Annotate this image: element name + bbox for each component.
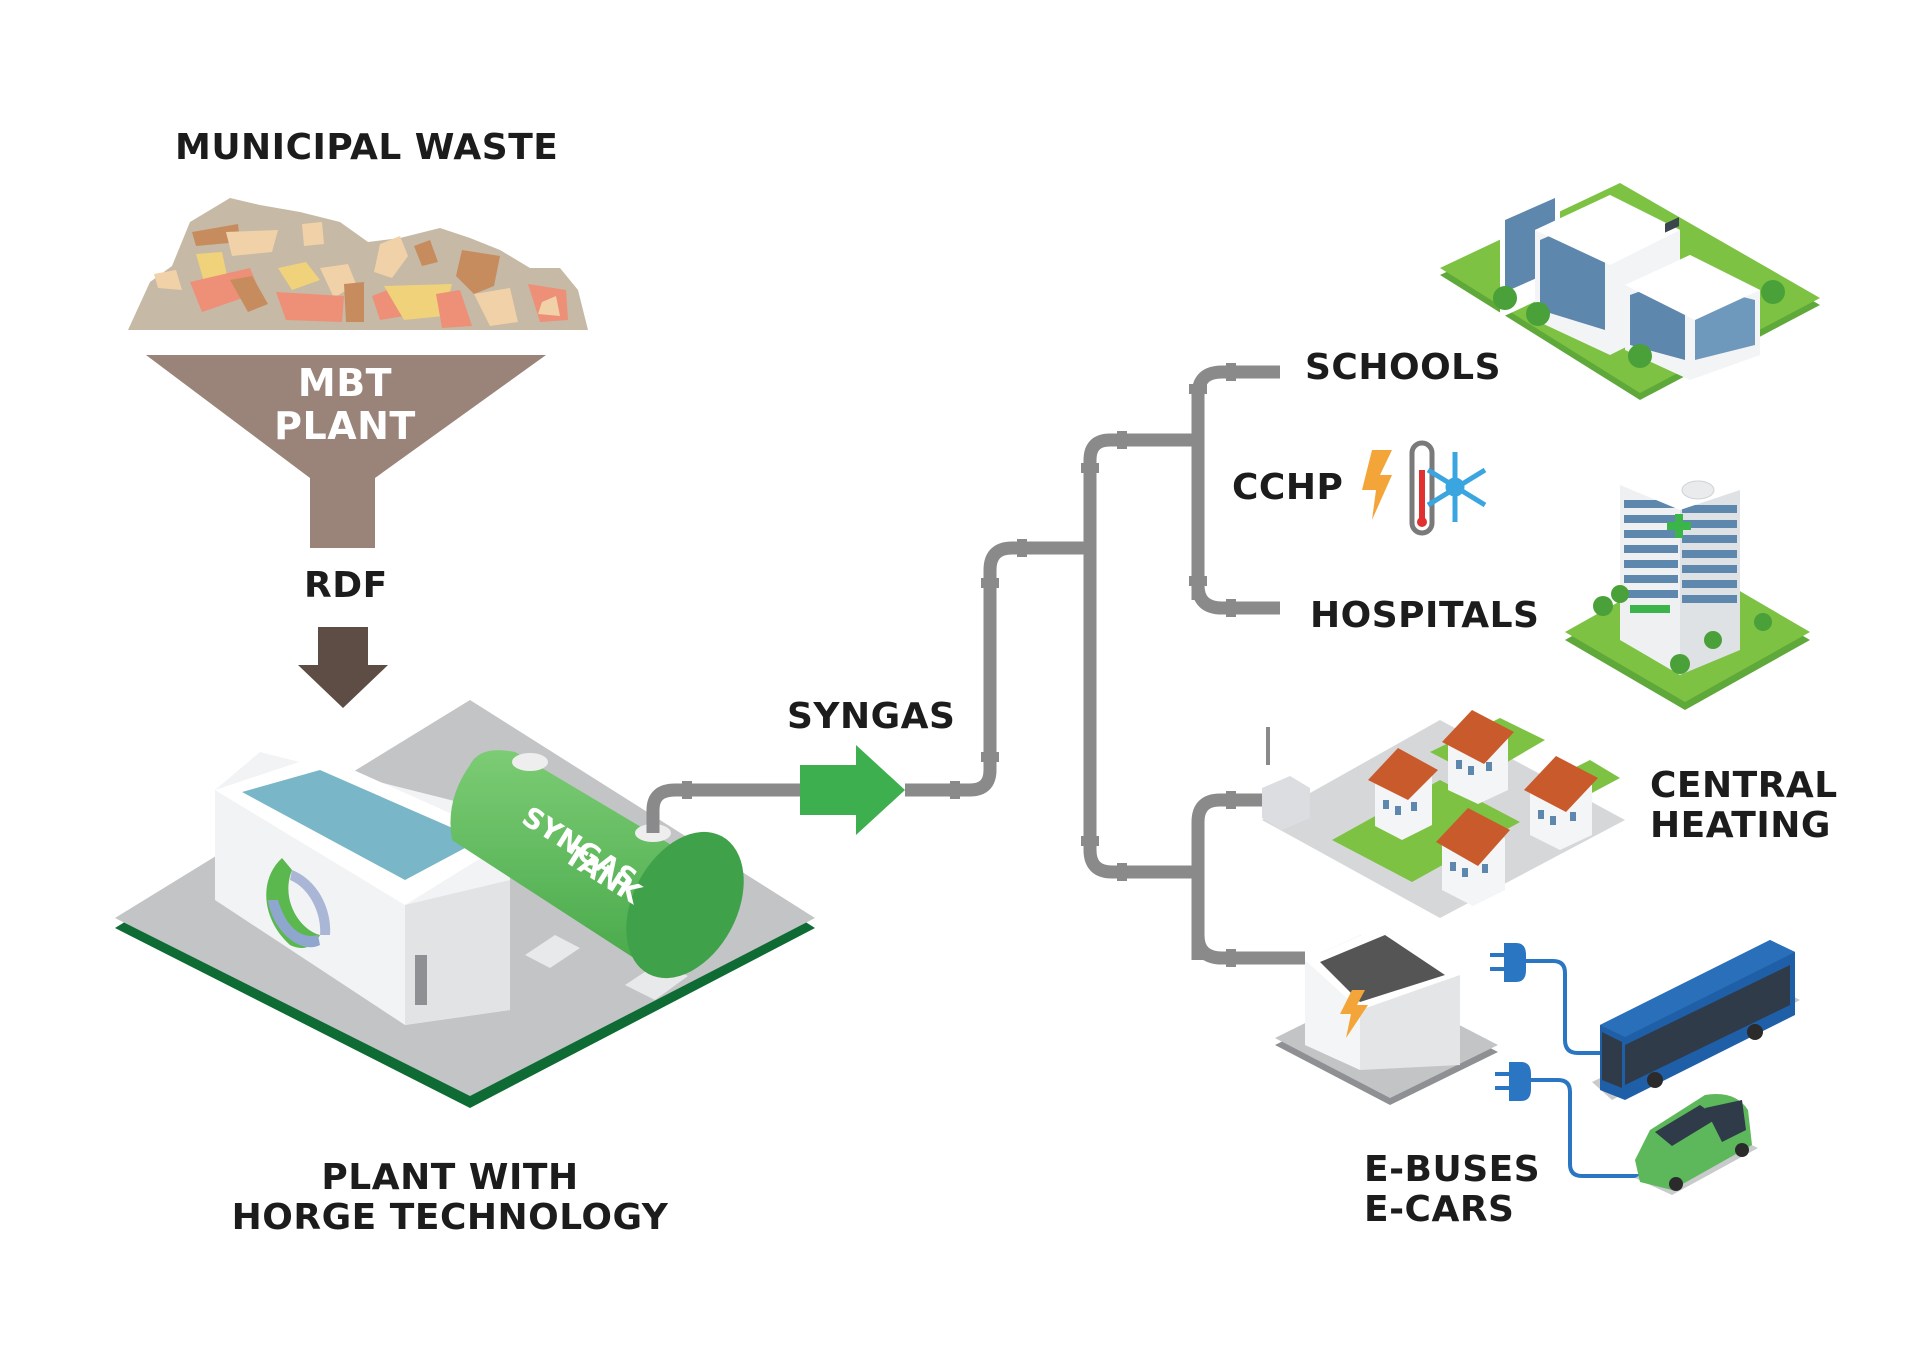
- down-arrow-icon: [298, 627, 388, 708]
- pipe-network: [646, 365, 1305, 965]
- central-heating-line2: HEATING: [1650, 805, 1831, 847]
- syngas-tank: SYNGAS TANK: [450, 750, 744, 1000]
- mbt-label-line1: MBT: [297, 361, 393, 405]
- mbt-plant-label: MBT PLANT: [265, 362, 425, 447]
- snowflake-icon: [1426, 452, 1487, 522]
- funnel-icon: [146, 355, 546, 548]
- hospitals-label: HOSPITALS: [1310, 595, 1540, 636]
- right-arrow-icon: [800, 745, 905, 835]
- plug-icon: [1490, 943, 1531, 1101]
- e-cars-line: E-CARS: [1364, 1189, 1515, 1231]
- rdf-label: RDF: [304, 565, 388, 606]
- syngas-label: SYNGAS: [787, 696, 956, 737]
- cchp-label: CCHP: [1232, 467, 1344, 508]
- charging-station-icon: [1275, 925, 1498, 1105]
- central-heating-label: CENTRAL HEATING: [1650, 765, 1838, 847]
- waste-heap-icon: [128, 198, 588, 330]
- thermometer-icon: [1409, 440, 1435, 536]
- plant-label-line1: PLANT WITH: [321, 1157, 579, 1198]
- mbt-label-line2: PLANT: [274, 403, 416, 448]
- plant-label-line2: HORGE TECHNOLOGY: [231, 1197, 669, 1239]
- e-buses-line: E-BUSES: [1364, 1149, 1541, 1190]
- plant-label: PLANT WITH HORGE TECHNOLOGY: [200, 1157, 700, 1239]
- central-heating-line1: CENTRAL: [1650, 765, 1838, 806]
- bus-icon: [1592, 217, 1800, 1100]
- recycle-icon: [266, 858, 331, 948]
- plant-building: [215, 752, 510, 1025]
- school-building-icon: [1440, 178, 1820, 400]
- hospital-building-icon: [1565, 465, 1810, 710]
- charging-cables: [1526, 959, 1645, 1178]
- e-mobility-label: E-BUSES E-CARS: [1364, 1149, 1541, 1231]
- car-icon: [1635, 1094, 1758, 1195]
- pipe-joints: [682, 363, 1236, 967]
- houses-icon: [1262, 710, 1625, 918]
- municipal-waste-label: MUNICIPAL WASTE: [175, 127, 559, 168]
- schools-label: SCHOOLS: [1305, 347, 1502, 388]
- lightning-icon: [1362, 450, 1392, 520]
